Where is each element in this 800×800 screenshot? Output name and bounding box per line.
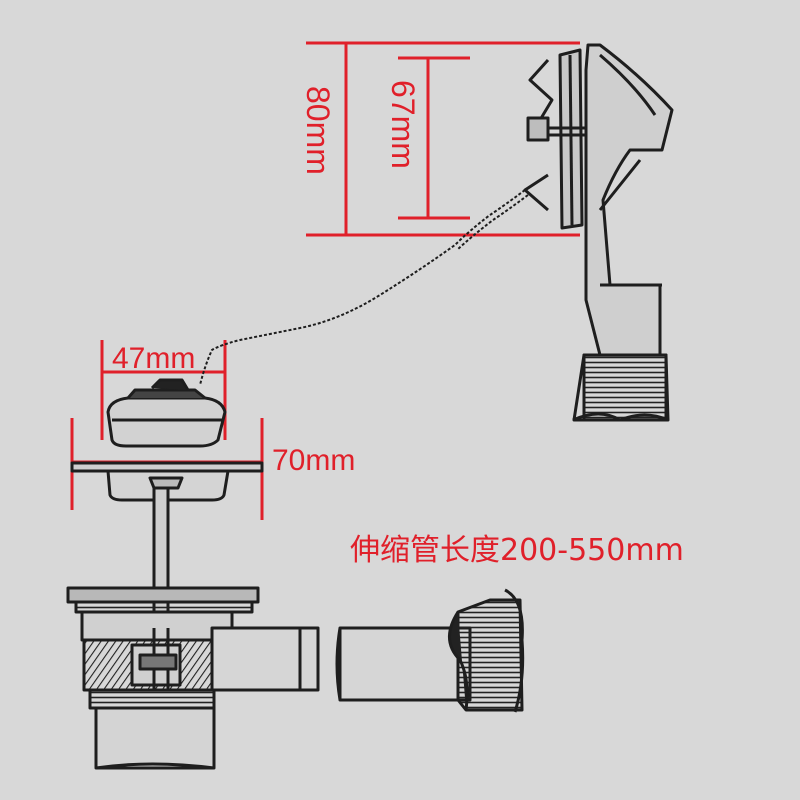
label-80mm: 80mm bbox=[300, 86, 336, 175]
label-70mm: 70mm bbox=[272, 444, 355, 477]
drain-body bbox=[66, 586, 320, 770]
label-47mm: 47mm bbox=[112, 342, 195, 375]
overflow-assembly bbox=[523, 43, 674, 422]
flexible-pipe bbox=[335, 588, 525, 713]
chain bbox=[199, 189, 529, 386]
telescopic-pipe-length-caption: 伸缩管长度200-550mm bbox=[350, 533, 684, 568]
plug-stopper bbox=[106, 378, 227, 448]
strainer bbox=[70, 461, 264, 630]
label-67mm: 67mm bbox=[385, 80, 421, 169]
